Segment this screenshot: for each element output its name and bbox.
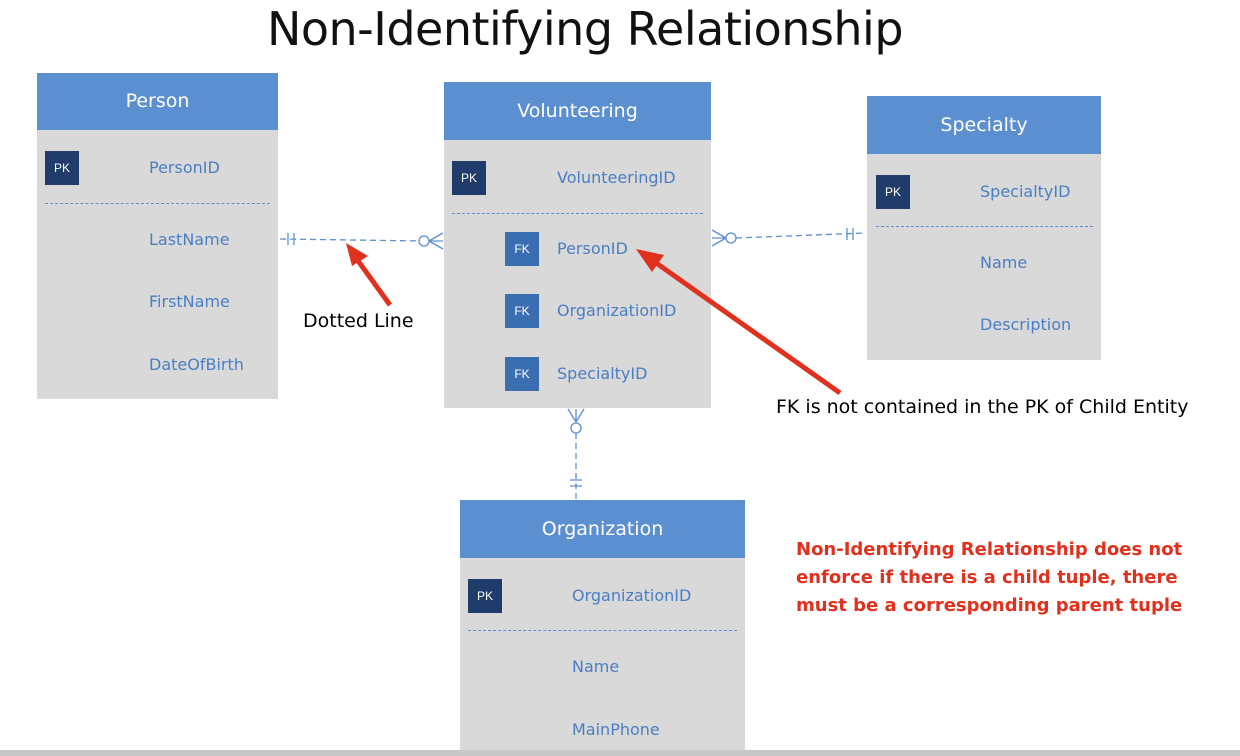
entity-person-header: Person (37, 73, 278, 130)
field-organization-id: OrganizationID (572, 586, 692, 605)
key-divider (468, 630, 737, 631)
zero-circle (725, 232, 737, 244)
field-date-of-birth: DateOfBirth (149, 355, 244, 374)
dotted-line-label: Dotted Line (303, 310, 414, 332)
field-name: Name (572, 657, 620, 676)
entity-specialty[interactable]: Specialty PK SpecialtyID Name Descriptio… (867, 96, 1101, 360)
arrowhead (346, 243, 368, 266)
field-row: DateOfBirth (37, 348, 278, 382)
relationship-line-person-volunteering (279, 238, 425, 242)
fk-badge: FK (505, 294, 539, 328)
field-main-phone: MainPhone (572, 720, 660, 739)
fk-row: FK PersonID (444, 232, 711, 266)
zero-circle (418, 235, 430, 247)
pk-row: PK OrganizationID (460, 579, 745, 613)
field-last-name: LastName (149, 230, 230, 249)
one-bar-marks (570, 479, 582, 487)
warning-line: Non-Identifying Relationship does not (796, 539, 1183, 560)
field-row: LastName (37, 223, 278, 257)
pk-badge: PK (45, 151, 79, 185)
field-name: Name (980, 253, 1028, 272)
crows-foot (428, 232, 444, 250)
relationship-line-volunteering-specialty (735, 232, 867, 239)
pk-row: PK VolunteeringID (444, 161, 711, 195)
page-title: Non-Identifying Relationship (266, 2, 904, 56)
pk-row: PK PersonID (37, 151, 278, 185)
pk-badge: PK (468, 579, 502, 613)
field-description: Description (980, 315, 1072, 334)
fk-note-label: FK is not contained in the PK of Child E… (776, 396, 1189, 418)
field-person-id: PersonID (557, 239, 628, 258)
one-bar-marks (287, 233, 295, 245)
fk-row: FK OrganizationID (444, 294, 711, 328)
warning-line: enforce if there is a child tuple, there (796, 567, 1178, 588)
field-row: FirstName (37, 285, 278, 319)
entity-person[interactable]: Person PK PersonID LastName FirstName Da… (37, 73, 278, 399)
entity-specialty-header: Specialty (867, 96, 1101, 154)
dotted-line-arrow (353, 256, 393, 307)
field-row: Name (460, 650, 745, 684)
field-row: Description (867, 308, 1101, 342)
field-volunteering-id: VolunteeringID (557, 168, 676, 187)
warning-line: must be a corresponding parent tuple (796, 595, 1183, 616)
key-divider (876, 226, 1093, 227)
entity-volunteering[interactable]: Volunteering PK VolunteeringID FK Person… (444, 82, 711, 408)
entity-volunteering-header: Volunteering (444, 82, 711, 140)
fk-badge: FK (505, 232, 539, 266)
fk-badge: FK (505, 357, 539, 391)
bottom-divider (0, 750, 1240, 756)
field-row: MainPhone (460, 713, 745, 747)
one-bar-marks (846, 228, 854, 240)
fk-row: FK SpecialtyID (444, 357, 711, 391)
warning-note: Non-Identifying Relationship does not en… (796, 536, 1216, 620)
pk-badge: PK (876, 175, 910, 209)
pk-row: PK SpecialtyID (867, 175, 1101, 209)
field-organization-id: OrganizationID (557, 301, 677, 320)
crows-foot (567, 408, 585, 423)
field-row: Name (867, 246, 1101, 280)
key-divider (45, 203, 270, 204)
field-specialty-id: SpecialtyID (980, 182, 1071, 201)
field-person-id: PersonID (149, 158, 220, 177)
key-divider (452, 213, 703, 214)
pk-badge: PK (452, 161, 486, 195)
field-specialty-id: SpecialtyID (557, 364, 648, 383)
zero-circle (570, 422, 582, 434)
entity-organization[interactable]: Organization PK OrganizationID Name Main… (460, 500, 745, 756)
field-first-name: FirstName (149, 292, 230, 311)
entity-organization-header: Organization (460, 500, 745, 558)
crows-foot (711, 229, 727, 247)
